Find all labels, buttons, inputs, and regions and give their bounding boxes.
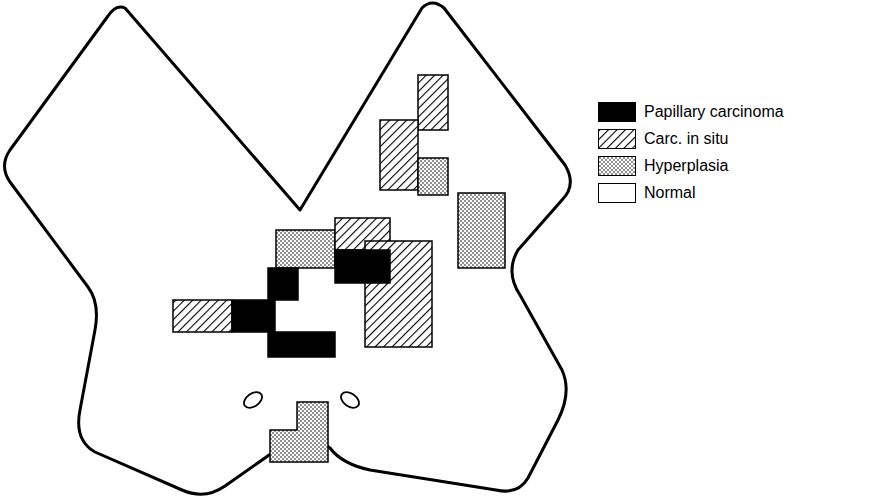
legend-label: Papillary carcinoma — [644, 103, 784, 121]
legend: Papillary carcinomaCarc. in situHyperpla… — [598, 98, 784, 206]
lesion-patches — [173, 75, 505, 462]
legend-row: Hyperplasia — [598, 152, 784, 179]
legend-label: Hyperplasia — [644, 157, 728, 175]
legend-row: Normal — [598, 179, 784, 206]
legend-swatch — [598, 183, 636, 203]
ureteric-orifice — [241, 389, 265, 411]
legend-row: Carc. in situ — [598, 125, 784, 152]
legend-swatch — [598, 156, 636, 176]
legend-swatch — [598, 129, 636, 149]
ureteric-orifice — [338, 389, 362, 411]
legend-label: Normal — [644, 184, 696, 202]
legend-row: Papillary carcinoma — [598, 98, 784, 125]
bladder-outline — [5, 3, 571, 494]
legend-label: Carc. in situ — [644, 130, 728, 148]
legend-swatch — [598, 102, 636, 122]
